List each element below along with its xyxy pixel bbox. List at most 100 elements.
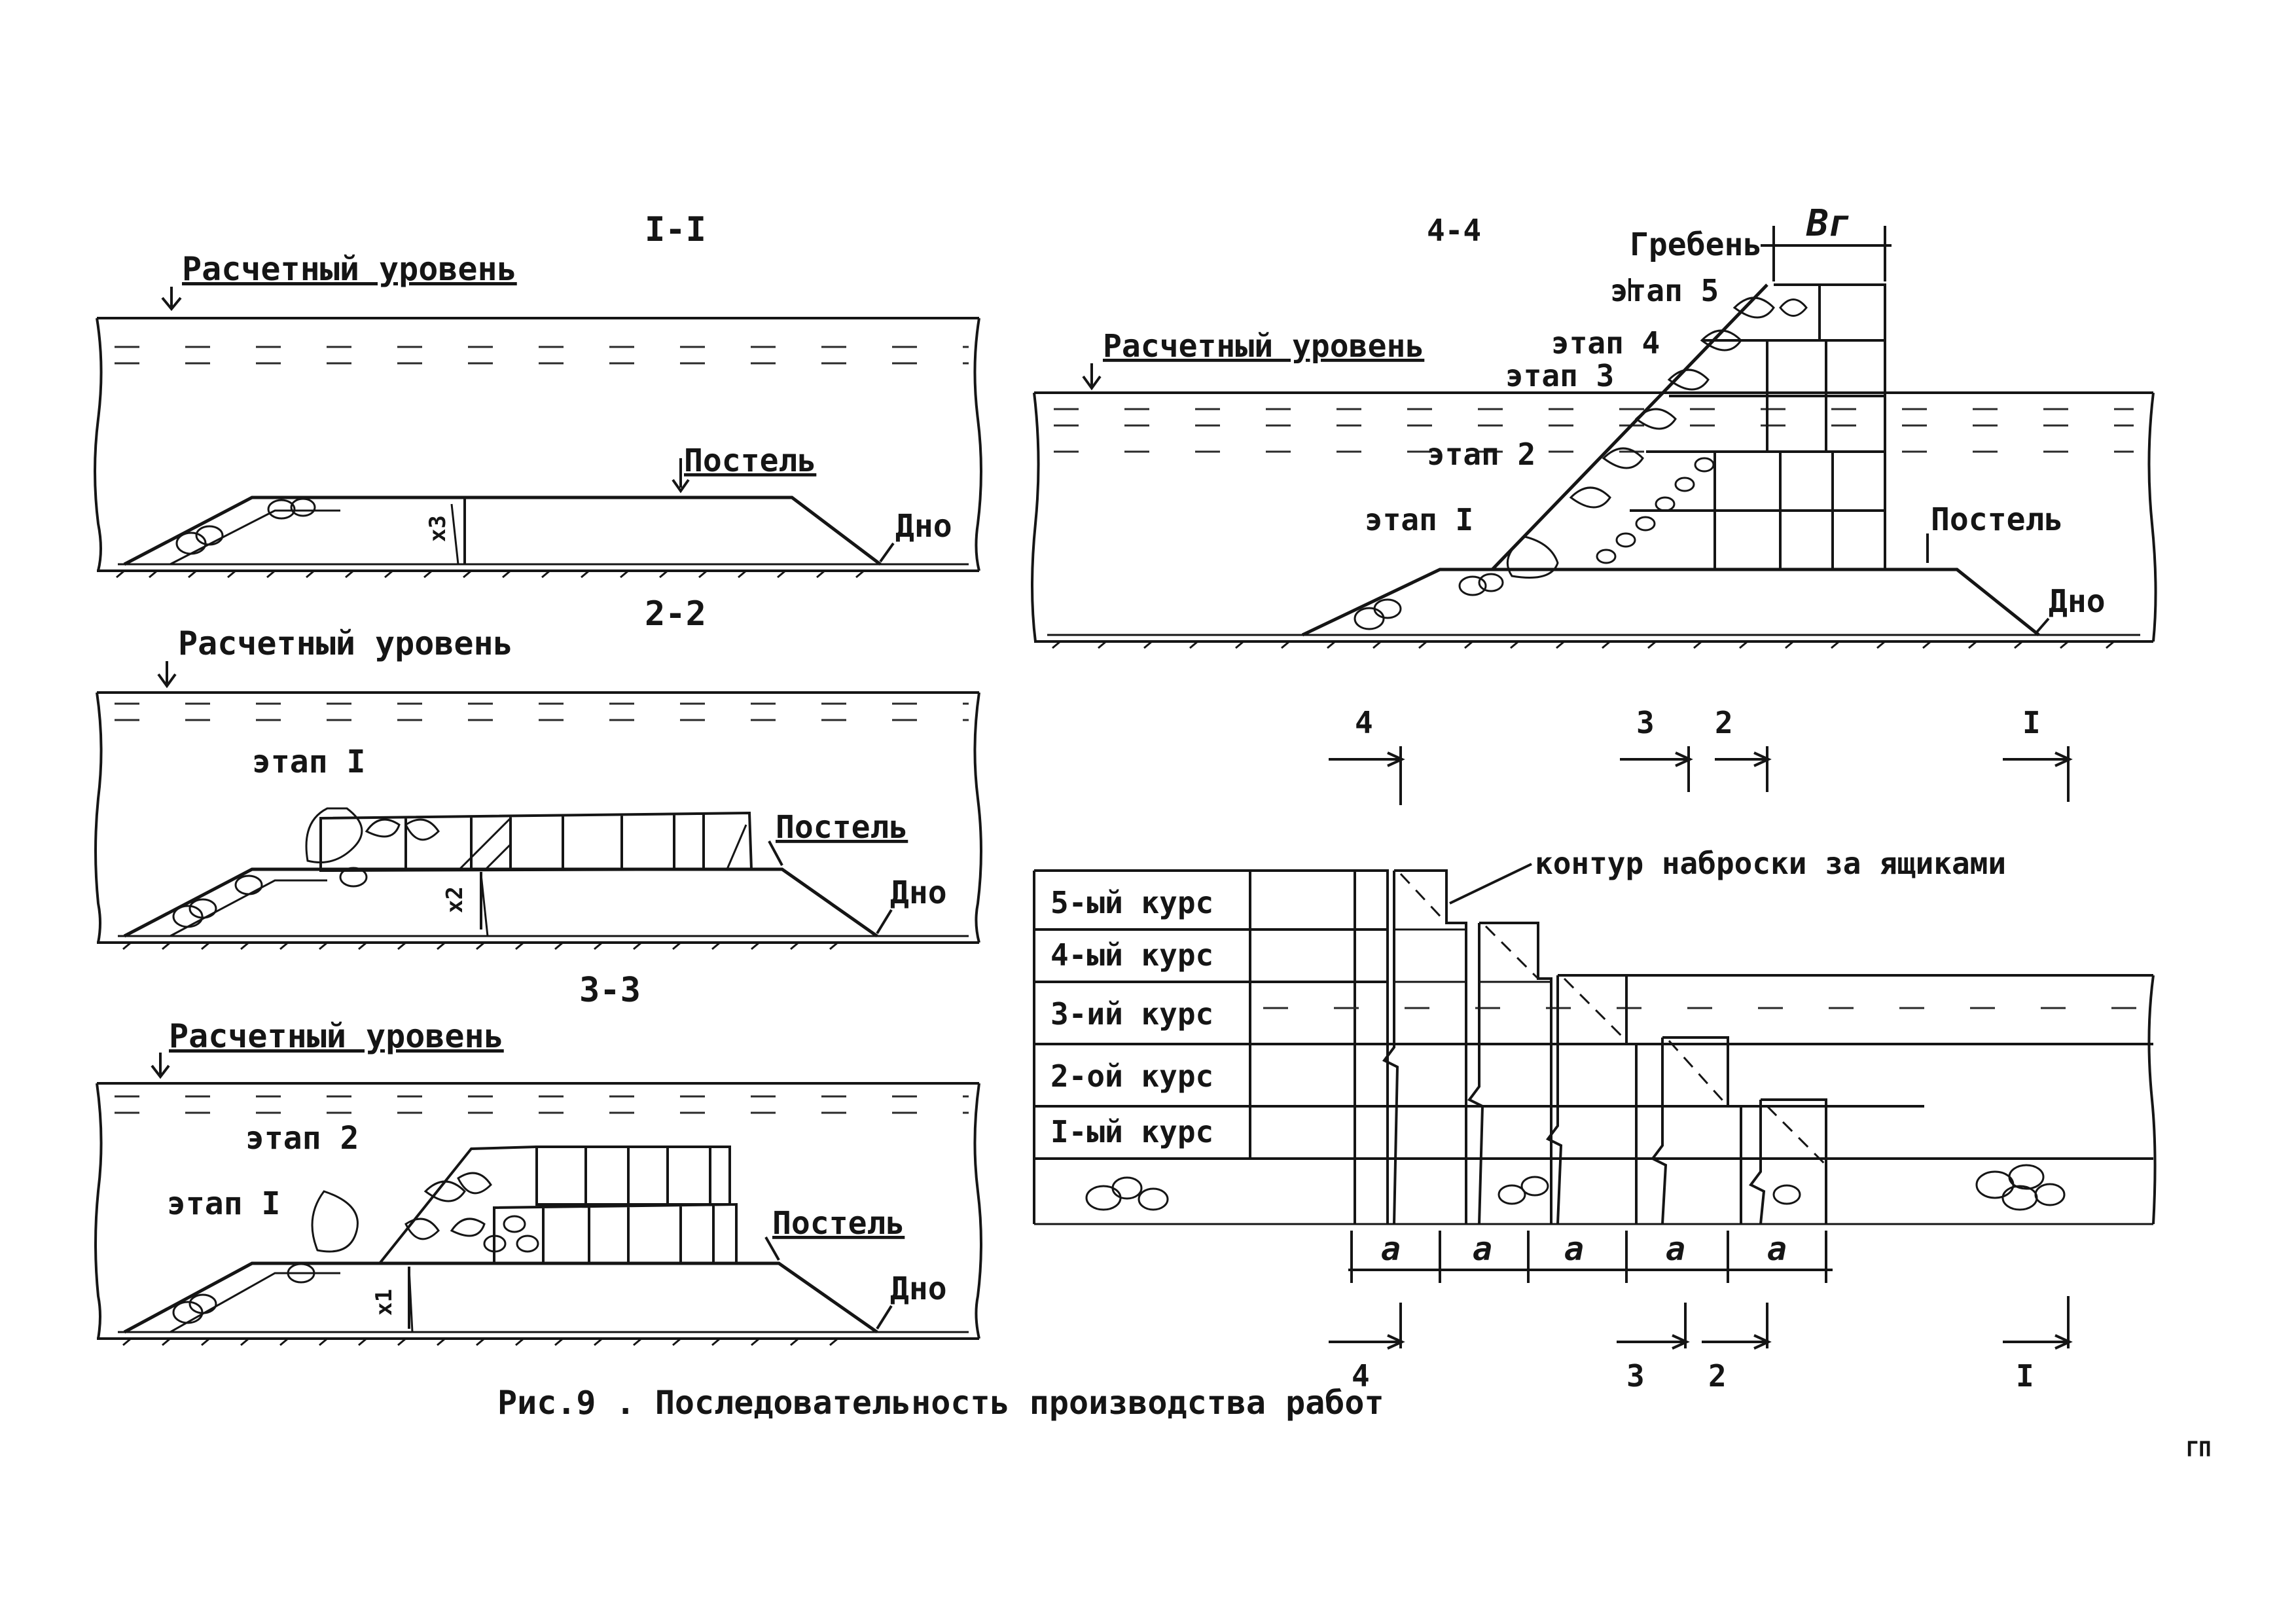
section-4-bottom-leader (2034, 617, 2050, 635)
section-3-bottom-label: Дно (890, 1271, 947, 1307)
section-4-stage1-label: этап I (1365, 502, 1473, 537)
section-3-bed (123, 1261, 878, 1334)
section-3-calc-level-label: Расчетный уровень (169, 1017, 504, 1055)
section-4-level-arrow (1082, 363, 1102, 391)
section-2-box-hatch (457, 817, 747, 872)
section-4-crest-label: Гребень (1630, 226, 1762, 263)
contour-dashed (1399, 873, 1827, 1166)
cut-bottom-3: 3 (1626, 1358, 1645, 1394)
section-4-courses (1597, 283, 1886, 571)
section-4-bed-stones (1354, 573, 1504, 630)
course-3: 3-ий курс (1050, 996, 1213, 1032)
section-3-title: 3-3 (579, 971, 641, 1010)
section-1-bed (123, 496, 882, 566)
dim-a-5: а (1767, 1230, 1787, 1268)
section-4-fill-stones (1596, 457, 1715, 564)
section-3-upper-boxes (535, 1146, 731, 1206)
section-2-bottom-leader (876, 909, 893, 935)
section-3-water (115, 1095, 969, 1114)
section-3-bed-leader (764, 1236, 780, 1261)
section-2-title: 2-2 (645, 594, 706, 634)
section-3-ground-hatch (118, 1331, 969, 1346)
course-5: 5-ый курс (1050, 885, 1213, 920)
section-4-bed (1301, 568, 2040, 637)
section-1-frame (94, 317, 982, 572)
cut-top-4: 4 (1355, 705, 1373, 740)
dim-a-1: а (1381, 1230, 1401, 1268)
section-4-ground-hatch (1047, 634, 2140, 649)
section-1-bottom-leader (879, 542, 895, 563)
section-1-title: I-I (645, 210, 706, 249)
section-3-3: 3-3 Расчетный уровень этап 2 этап I Пост… (94, 971, 982, 1346)
dim-a-3: а (1564, 1230, 1584, 1268)
section-3-bed-label: Постель (772, 1205, 905, 1242)
section-4-bottom-label: Дно (2049, 583, 2106, 620)
section-2-bottom-label: Дно (890, 875, 947, 911)
cut-markers-top (1329, 746, 2073, 805)
section-4-title: 4-4 (1427, 213, 1481, 248)
section-4-box-dividers (1713, 285, 1834, 569)
course-2: 2-ой курс (1050, 1058, 1213, 1094)
section-3-bottom-leader (876, 1305, 893, 1330)
section-3-stage1-armour (311, 1190, 359, 1253)
section-3-stage2-slope (378, 1146, 537, 1265)
section-1-water (115, 346, 969, 365)
cut-bottom-4: 4 (1352, 1358, 1370, 1394)
section-1-bed-inner (170, 503, 459, 566)
box-column-5 (1748, 1098, 1827, 1225)
box-column-4 (1650, 1036, 1742, 1225)
section-1-level-arrow (161, 287, 182, 312)
section-2-stage1-label: этап I (252, 744, 365, 780)
cut-markers-bottom (1329, 1296, 2073, 1350)
courses-elevation: 4 3 2 I 5-ый курс 4-ый курс 3-ий курс 2-… (1033, 705, 2157, 1394)
section-2-ground-hatch (118, 935, 969, 950)
section-1-bed-arrow (672, 458, 690, 494)
contour-leader (1449, 863, 1532, 905)
box-column-2 (1467, 922, 1552, 1225)
section-4-4: 4-4 Гребень Вг Расчетный уровень этап 5 … (1031, 202, 2157, 649)
section-1-calc-level-label: Расчетный уровень (182, 250, 517, 288)
course-table (1033, 869, 2153, 1224)
section-3-stones (172, 1263, 315, 1324)
figure-caption: Рис.9 . Последовательность производства … (497, 1384, 1384, 1422)
section-3-stage2-armour (404, 1172, 539, 1253)
section-2-frame (94, 691, 982, 944)
section-3-stage1-label: этап I (167, 1185, 280, 1222)
dim-a-2: а (1473, 1230, 1492, 1268)
section-1-bottom-label: Дно (895, 508, 952, 545)
section-4-crest-width-label: Вг (1806, 202, 1850, 245)
section-1-stones (175, 497, 316, 555)
section-2-boxes (319, 811, 753, 873)
dim-a-4: а (1666, 1230, 1685, 1268)
section-3-frame (94, 1082, 982, 1340)
section-4-stage2-label: этап 2 (1427, 437, 1535, 472)
section-2-stones (172, 867, 368, 928)
section-2-calc-level-label: Расчетный уровень (178, 624, 513, 662)
section-4-frame (1031, 391, 2157, 643)
section-4-water (1054, 408, 2134, 453)
section-1-bed-label: Постель (684, 442, 816, 479)
section-4-stage5-label: этап 5 (1610, 273, 1719, 308)
section-4-bed-label: Постель (1931, 501, 2063, 538)
cut-bottom-1: I (2016, 1358, 2034, 1394)
section-4-stage3-label: этап 3 (1505, 358, 1614, 393)
elevation-stones (1085, 1164, 2066, 1211)
section-3-lower-boxes (493, 1202, 738, 1265)
section-2-dim-label: х2 (442, 886, 468, 913)
section-3-level-arrow (151, 1053, 170, 1079)
page-mark: ГП (2186, 1437, 2212, 1462)
a-dimension-line (1348, 1231, 1833, 1283)
section-2-water (115, 702, 969, 721)
section-4-calc-level-label: Расчетный уровень (1103, 328, 1424, 365)
cut-top-3: 3 (1636, 705, 1655, 740)
course-4: 4-ый курс (1050, 937, 1213, 973)
section-2-2: 2-2 Расчетный уровень этап I Постель х2 … (94, 594, 982, 950)
elevation-frame (1571, 974, 2157, 1225)
course-1: I-ый курс (1050, 1114, 1213, 1149)
section-2-stage1-armour (305, 807, 440, 863)
cut-bottom-2: 2 (1708, 1358, 1727, 1394)
section-4-crest-dim (1761, 226, 1892, 281)
section-2-bed-inner (170, 874, 489, 937)
section-3-stage2-label: этап 2 (245, 1120, 359, 1157)
